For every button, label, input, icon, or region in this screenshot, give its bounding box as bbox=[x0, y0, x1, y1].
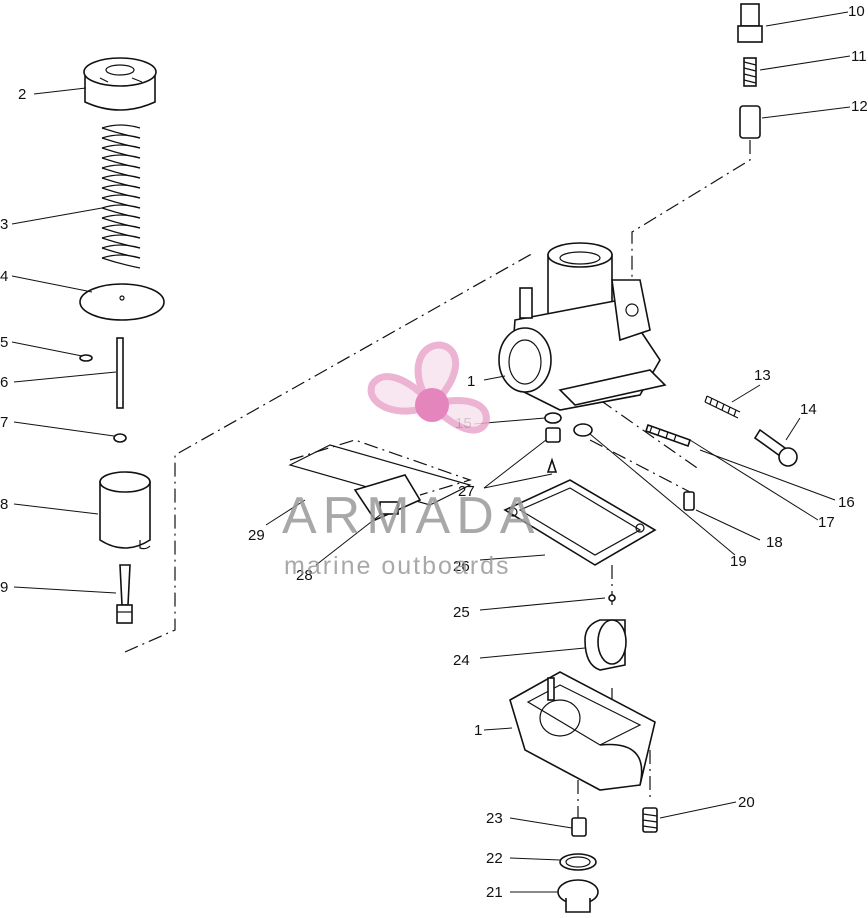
callout-29: 29 bbox=[248, 527, 265, 544]
callout-5: 5 bbox=[0, 334, 8, 351]
callout-16: 16 bbox=[838, 494, 855, 511]
part-adjust-screws bbox=[644, 395, 798, 467]
callout-27: 27 bbox=[458, 483, 475, 500]
callout-13: 13 bbox=[754, 367, 771, 384]
part-drain-parts bbox=[557, 807, 658, 913]
callout-18: 18 bbox=[766, 534, 783, 551]
callout-26: 26 bbox=[453, 558, 470, 575]
callout-12: 12 bbox=[851, 98, 868, 115]
part-plate bbox=[79, 283, 165, 321]
part-slide bbox=[99, 471, 151, 550]
callout-23: 23 bbox=[486, 810, 503, 827]
callout-11: 11 bbox=[851, 48, 867, 65]
assembly-lines bbox=[124, 140, 751, 818]
callout-3: 3 bbox=[0, 216, 8, 233]
part-gasket bbox=[503, 479, 657, 566]
part-float-valve bbox=[288, 444, 472, 522]
callout-7: 7 bbox=[0, 414, 8, 431]
callout-labels: 2 3 4 5 6 7 8 9 10 11 12 13 14 1 15 16 1… bbox=[0, 3, 868, 901]
callout-1-upper: 1 bbox=[467, 373, 475, 390]
callout-19: 19 bbox=[730, 553, 747, 570]
callout-20: 20 bbox=[738, 794, 755, 811]
part-small-fittings bbox=[544, 412, 695, 511]
part-carb-body bbox=[498, 242, 667, 411]
callout-28: 28 bbox=[296, 567, 313, 584]
part-jet bbox=[116, 564, 133, 624]
callout-4: 4 bbox=[0, 268, 8, 285]
part-float-bowl bbox=[509, 671, 656, 791]
callout-24: 24 bbox=[453, 652, 470, 669]
callout-2: 2 bbox=[18, 86, 26, 103]
callout-8: 8 bbox=[0, 496, 8, 513]
propeller-logo-icon bbox=[367, 341, 490, 434]
watermark-tagline: marine outboards bbox=[284, 552, 511, 580]
callout-1-lower: 1 bbox=[474, 722, 482, 739]
part-fitting-stack bbox=[737, 3, 763, 139]
callout-17: 17 bbox=[818, 514, 835, 531]
callout-22: 22 bbox=[486, 850, 503, 867]
callout-6: 6 bbox=[0, 374, 8, 391]
part-cap bbox=[83, 57, 157, 111]
part-needle bbox=[79, 337, 127, 443]
callout-10: 10 bbox=[848, 3, 865, 20]
watermark-brand: ARMADA bbox=[282, 487, 540, 545]
callout-25: 25 bbox=[453, 604, 470, 621]
watermark: ARMADA marine outboards bbox=[282, 341, 540, 580]
callout-9: 9 bbox=[0, 579, 8, 596]
part-spring bbox=[101, 124, 141, 269]
callout-21: 21 bbox=[486, 884, 503, 901]
callout-14: 14 bbox=[800, 401, 817, 418]
leader-lines bbox=[11, 11, 851, 893]
part-float bbox=[584, 594, 627, 671]
